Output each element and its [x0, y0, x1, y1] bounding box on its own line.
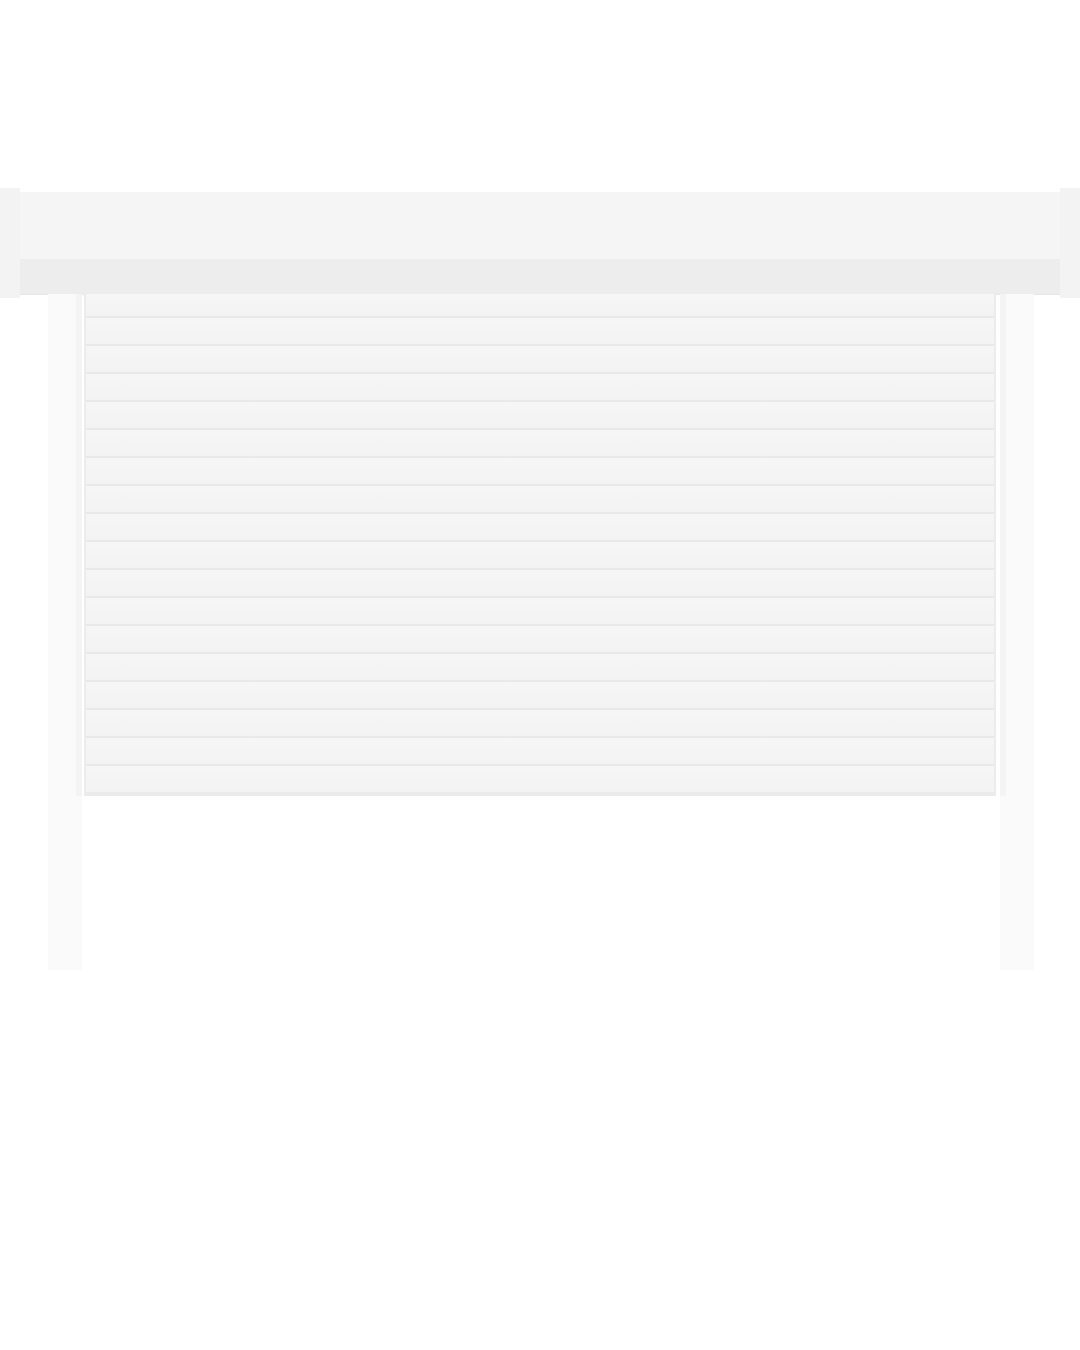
shutter-slats — [86, 294, 994, 796]
guide-rail-left-track — [76, 294, 82, 796]
shutter-slat — [86, 654, 994, 682]
shutter-slat — [86, 626, 994, 654]
shutter-slat — [86, 682, 994, 710]
shutter-slat — [86, 430, 994, 458]
shutter-slat — [86, 318, 994, 346]
shutter-slat — [86, 486, 994, 514]
shutter-slat — [86, 710, 994, 738]
guide-rail-right — [1000, 294, 1034, 970]
shutter-slat — [86, 570, 994, 598]
shutter-slat — [86, 294, 994, 318]
shutter-slat — [86, 346, 994, 374]
shutter-slat — [86, 374, 994, 402]
housing-top-panel — [20, 192, 1060, 259]
shutter-slat — [86, 598, 994, 626]
shutter-bottom-bar — [86, 792, 994, 796]
housing-end-cap-left — [0, 188, 20, 298]
shutter-slat — [86, 738, 994, 766]
shutter-slat — [86, 402, 994, 430]
housing-bottom-lip — [20, 259, 1060, 295]
shutter-slat — [86, 458, 994, 486]
shutter-housing-box — [20, 192, 1060, 295]
housing-end-cap-right — [1060, 188, 1080, 298]
shutter-slat — [86, 514, 994, 542]
guide-rail-right-track — [1000, 294, 1006, 796]
guide-rail-left — [48, 294, 82, 970]
shutter-slat — [86, 766, 994, 794]
shutter-curtain — [84, 294, 996, 796]
shutter-slat — [86, 542, 994, 570]
